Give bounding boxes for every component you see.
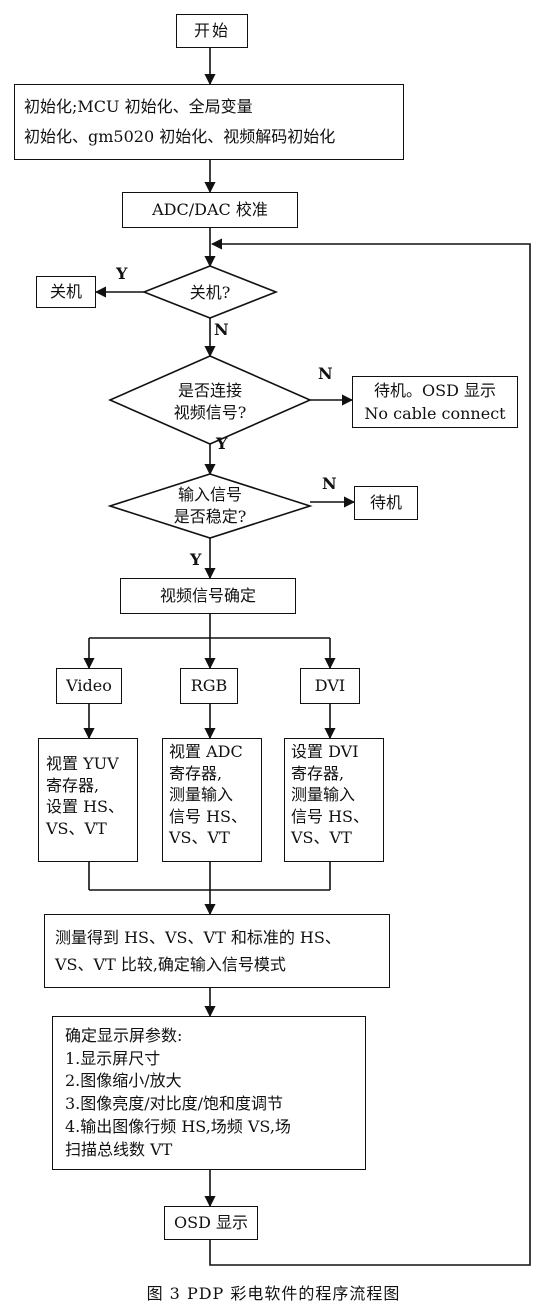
video-config-label: 视置 YUV 寄存器, 设置 HS、 VS、VT xyxy=(46,754,125,838)
video-node: Video xyxy=(56,668,122,704)
calibration-node: ADC/DAC 校准 xyxy=(122,192,298,228)
shutdown-label: 关机 xyxy=(49,282,82,302)
decision-stable-label: 输入信号 是否稳定? xyxy=(173,485,247,526)
label-stable-yes: Y xyxy=(190,550,202,569)
signal-confirmed-node: 视频信号确定 xyxy=(120,578,296,614)
rgb-config-node: 视置 ADC 寄存器, 测量输入 信号 HS、 VS、VT xyxy=(162,738,262,862)
decision-connect-label: 是否连接 视频信号? xyxy=(173,381,247,422)
decision-stable-shape xyxy=(107,473,313,539)
init-label: 初始化;MCU 初始化、全局变量 初始化、gm5020 初始化、视频解码初始化 xyxy=(24,96,336,146)
calibration-label: ADC/DAC 校准 xyxy=(152,200,268,220)
start-node: 开始 xyxy=(176,14,248,48)
init-node: 初始化;MCU 初始化、全局变量 初始化、gm5020 初始化、视频解码初始化 xyxy=(14,84,404,160)
rgb-node: RGB xyxy=(180,668,238,704)
standby-osd-label: 待机。OSD 显示 No cable connect xyxy=(364,380,506,423)
label-connect-no: N xyxy=(318,364,333,383)
display-params-label: 确定显示屏参数: 1.显示屏尺寸 2.图像缩小/放大 3.图像亮度/对比度/饱和… xyxy=(65,1026,291,1159)
rgb-label: RGB xyxy=(190,676,228,696)
standby-node: 待机 xyxy=(354,486,418,520)
compare-node: 测量得到 HS、VS、VT 和标准的 HS、 VS、VT 比较,确定输入信号模式 xyxy=(44,914,390,988)
decision-shutdown-label: 关机? xyxy=(189,283,231,302)
osd-label: OSD 显示 xyxy=(174,1213,248,1233)
standby-label: 待机 xyxy=(369,493,402,513)
dvi-label: DVI xyxy=(314,676,346,696)
compare-label: 测量得到 HS、VS、VT 和标准的 HS、 VS、VT 比较,确定输入信号模式 xyxy=(55,927,341,974)
rgb-config-label: 视置 ADC 寄存器, 测量输入 信号 HS、 VS、VT xyxy=(169,742,248,848)
shutdown-node: 关机 xyxy=(36,276,96,308)
osd-node: OSD 显示 xyxy=(164,1206,258,1240)
label-stable-no: N xyxy=(322,474,337,493)
label-shutdown-no: N xyxy=(214,320,229,339)
decision-connect-shape xyxy=(108,355,312,445)
signal-confirmed-label: 视频信号确定 xyxy=(159,586,256,606)
display-params-node: 确定显示屏参数: 1.显示屏尺寸 2.图像缩小/放大 3.图像亮度/对比度/饱和… xyxy=(52,1016,366,1170)
video-label: Video xyxy=(66,676,112,696)
figure-caption: 图 3 PDP 彩电软件的程序流程图 xyxy=(146,1284,401,1303)
label-connect-yes: Y xyxy=(216,434,228,453)
edge-loop-back xyxy=(209,238,531,1266)
decision-shutdown-shape xyxy=(141,265,279,319)
standby-osd-node: 待机。OSD 显示 No cable connect xyxy=(352,376,518,428)
label-shutdown-yes: Y xyxy=(116,264,128,283)
dvi-node: DVI xyxy=(300,668,360,704)
dvi-config-label: 设置 DVI 寄存器, 测量输入 信号 HS、 VS、VT xyxy=(291,742,370,848)
video-config-node: 视置 YUV 寄存器, 设置 HS、 VS、VT xyxy=(38,738,138,862)
dvi-config-node: 设置 DVI 寄存器, 测量输入 信号 HS、 VS、VT xyxy=(284,738,384,862)
start-label: 开始 xyxy=(193,21,230,41)
